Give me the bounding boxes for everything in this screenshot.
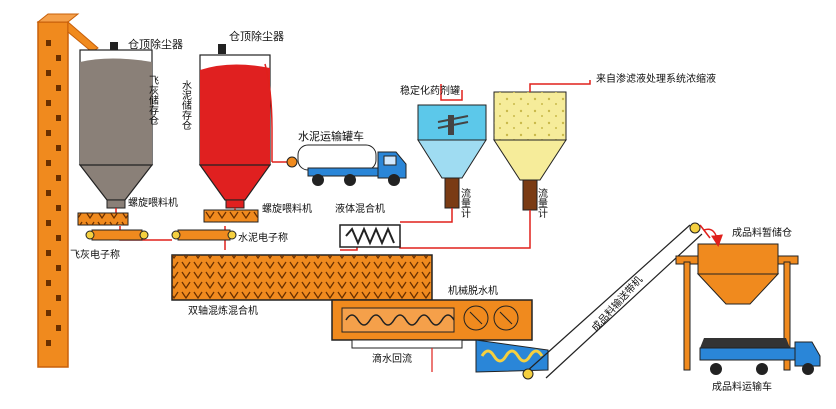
label-stabilizer-tank: 稳定化药剂罐: [400, 84, 460, 97]
concentrate-tank: [493, 80, 591, 211]
label-dust-collector-left: 仓顶除尘器: [128, 37, 183, 51]
flyash-silo: [78, 42, 154, 209]
dust-collector-icon: [110, 42, 118, 50]
label-screw-feeder-right: 螺旋喂料机: [262, 202, 312, 215]
cement-scale: [171, 229, 237, 241]
label-product-silo: 成品料暂储仓: [732, 226, 792, 239]
label-twin-shaft-mixer: 双轴混炼混合机: [188, 304, 258, 317]
screw-feeder-left: [77, 212, 129, 226]
bucket-elevator: [36, 13, 99, 368]
liquid-mixer: [339, 224, 401, 248]
stabilizer-tank: [417, 84, 487, 209]
dewatering-machine: [331, 299, 549, 373]
label-flowmeter-right: 流量计: [536, 187, 548, 219]
dust-collector-icon: [218, 44, 226, 54]
label-cement-silo: 水泥储存仓: [180, 80, 192, 130]
label-flowmeter-left: 流量计: [459, 187, 471, 219]
label-product-conveyor: 成品料输送带机: [589, 273, 646, 334]
label-flyash-scale: 飞灰电子称: [70, 248, 120, 261]
label-dust-collector-right: 仓顶除尘器: [229, 29, 284, 43]
label-cement-truck: 水泥运输罐车: [298, 129, 364, 143]
arrow-icon: [703, 228, 723, 247]
cement-truck: [264, 63, 407, 186]
label-liquid-mixer: 液体混合机: [335, 202, 385, 215]
screw-feeder-right: [203, 209, 259, 223]
label-drain-return: 滴水回流: [372, 352, 412, 365]
cement-silo: [198, 44, 272, 209]
twin-shaft-mixer: [171, 254, 433, 301]
flyash-scale: [85, 229, 149, 241]
label-product-truck: 成品料运输车: [712, 380, 772, 393]
label-leachate-source: 来自渗滤液处理系统浓缩液: [596, 72, 716, 85]
label-dewatering-machine: 机械脱水机: [448, 284, 498, 297]
product-silo: [675, 243, 799, 371]
label-screw-feeder-left: 螺旋喂料机: [128, 196, 178, 209]
label-flyash-silo: 飞灰储存仓: [147, 75, 159, 125]
label-cement-scale: 水泥电子称: [238, 231, 288, 244]
product-truck: [699, 338, 821, 375]
